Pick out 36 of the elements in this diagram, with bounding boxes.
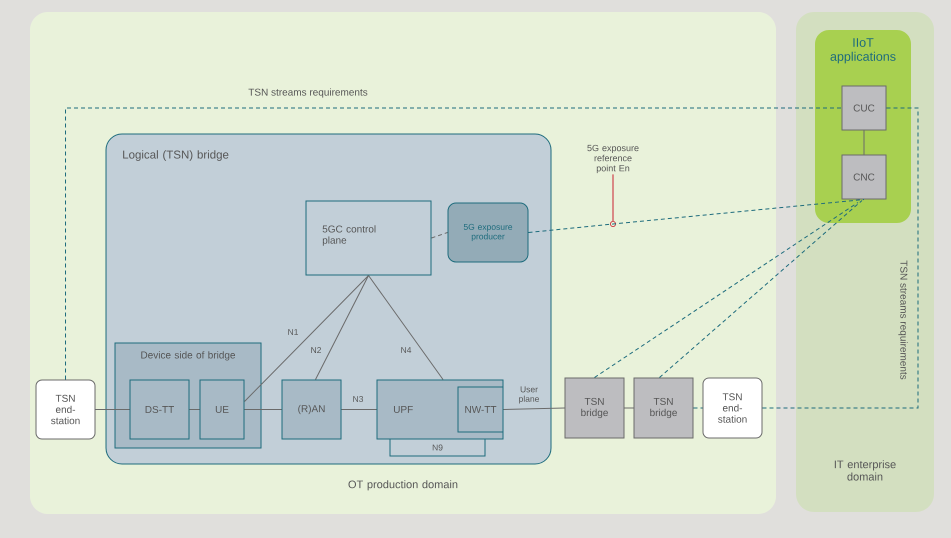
connector-line — [244, 275, 369, 402]
connector-line — [341, 409, 377, 410]
edge-label: N1 — [286, 328, 300, 336]
function-box: DS-TT — [130, 380, 190, 440]
exposure-box: 5G exposure producer — [448, 202, 528, 262]
edge-label: N4 — [400, 346, 412, 354]
leader-line — [612, 174, 614, 222]
connector-line — [659, 200, 862, 378]
function-box: NW-TT — [458, 386, 504, 432]
connector-line — [368, 275, 444, 380]
connector-line — [244, 409, 282, 410]
connector-line — [95, 409, 130, 410]
connector-line — [762, 108, 918, 408]
control-plane-box: 5GC control plane — [306, 200, 432, 276]
function-box: (R)AN — [282, 380, 342, 440]
annotation-text: TSN streams requirements — [247, 87, 369, 99]
connector-line — [594, 202, 858, 378]
end-station-box: TSN end-station — [702, 378, 762, 438]
connector-line — [528, 199, 864, 233]
reference-point-label: 5G exposure reference point En — [587, 144, 639, 174]
reference-point-marker — [610, 221, 616, 227]
interface-box: N9 — [390, 438, 486, 456]
edge-label: User plane — [515, 385, 543, 405]
bridge-box: TSN bridge — [634, 378, 694, 438]
end-station-box: TSN end-station — [36, 380, 96, 440]
connector-line — [65, 108, 842, 380]
function-box: CNC — [842, 154, 886, 200]
function-box: CUC — [842, 86, 886, 130]
connector-line — [431, 232, 448, 238]
edge-label: N2 — [310, 346, 322, 354]
bridge-box: TSN bridge — [564, 378, 624, 438]
connector-line — [189, 409, 200, 410]
function-box: UE — [200, 380, 244, 440]
annotation-text: TSN streams requirements — [897, 259, 909, 381]
connector-line — [315, 275, 369, 380]
connector-line — [503, 408, 565, 410]
